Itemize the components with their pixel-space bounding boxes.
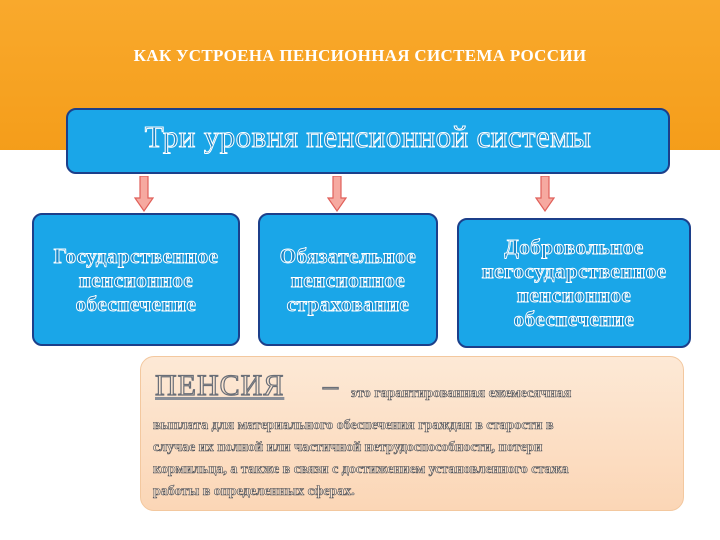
level-state-pension: Государственное пенсионное обеспечение xyxy=(32,213,240,346)
slide-title: КАК УСТРОЕНА ПЕНСИОННАЯ СИСТЕМА РОССИИ xyxy=(133,46,587,65)
levels-title-box: Три уровня пенсионной системы xyxy=(66,108,670,174)
level-voluntary-pension: Добровольное негосударственное пенсионно… xyxy=(457,218,691,348)
arrow-down-icon xyxy=(535,176,555,212)
definition-lead: это гарантированная ежемесячная xyxy=(351,386,572,402)
level-voluntary-pension-label: Добровольное негосударственное пенсионно… xyxy=(481,235,667,332)
arrow-down-icon xyxy=(134,176,154,212)
level-mandatory-insurance-label: Обязательное пенсионное страхование xyxy=(279,243,417,316)
definition-term: ПЕНСИЯ xyxy=(154,368,285,402)
definition-body: выплата для материального обеспечения гр… xyxy=(153,418,569,500)
level-state-pension-label: Государственное пенсионное обеспечение xyxy=(53,243,219,316)
definition-box: ПЕНСИЯ – это гарантированная ежемесячная… xyxy=(140,356,684,511)
definition-dash: – xyxy=(322,368,338,402)
levels-title: Три уровня пенсионной системы xyxy=(144,119,592,155)
arrow-down-icon xyxy=(327,176,347,212)
level-mandatory-insurance: Обязательное пенсионное страхование xyxy=(258,213,438,346)
